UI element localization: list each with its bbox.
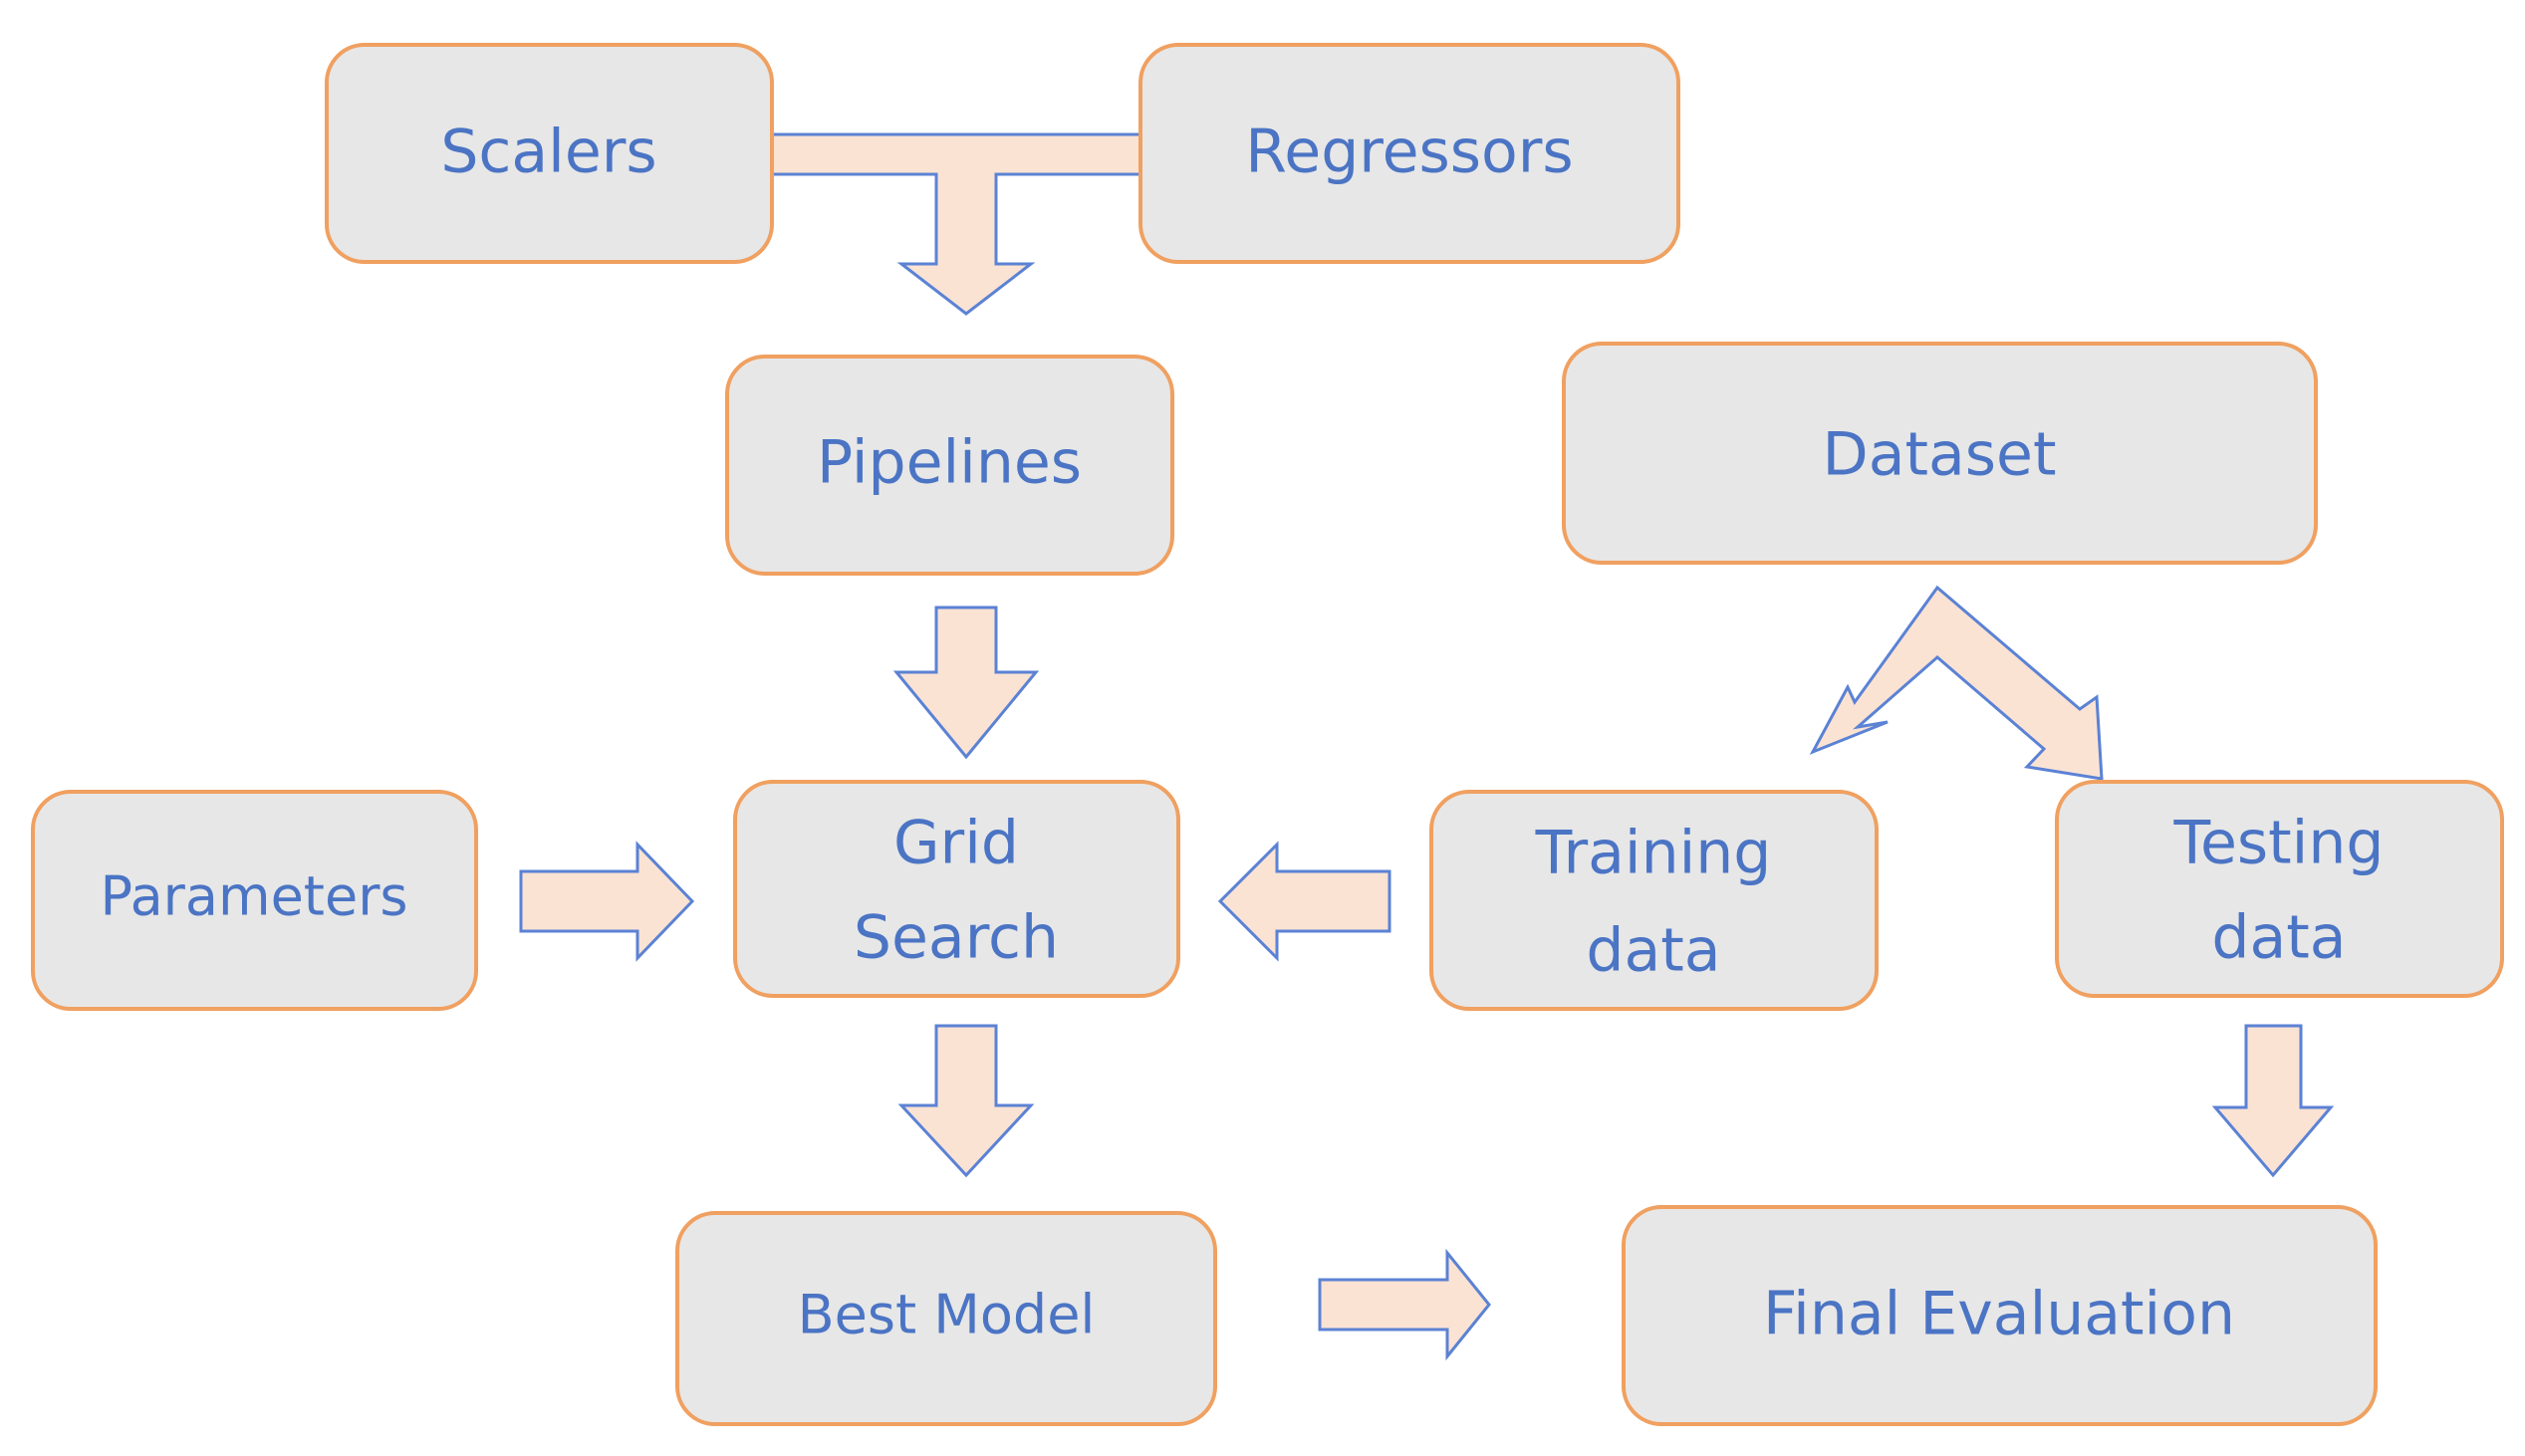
node-parameters-label: Parameters: [100, 865, 407, 928]
arrow-parameters-to-grid-search: [519, 841, 695, 962]
node-grid-search-label-line1: Grid: [893, 809, 1019, 878]
node-testing-data-label-line1: Testing: [2173, 809, 2385, 878]
node-parameters: Parameters: [31, 790, 478, 1011]
node-dataset-label: Dataset: [1823, 420, 2057, 490]
node-best-model-label: Best Model: [798, 1284, 1096, 1346]
node-training-data-label-line1: Training: [1535, 819, 1772, 888]
node-scalers: Scalers: [325, 43, 774, 264]
arrow-pipelines-to-grid-search: [892, 606, 1040, 760]
node-testing-data: Testing data: [2055, 780, 2504, 998]
arrow-grid-search-to-best-model: [897, 1024, 1035, 1178]
node-training-data-label-line2: data: [1586, 916, 1720, 986]
node-pipelines-label: Pipelines: [817, 428, 1082, 498]
arrow-best-model-to-final-evaluation: [1318, 1248, 1491, 1361]
node-regressors-label: Regressors: [1245, 118, 1573, 187]
node-training-data: Training data: [1429, 790, 1879, 1011]
node-dataset: Dataset: [1562, 342, 2318, 565]
arrow-testing-to-final-evaluation: [2211, 1024, 2335, 1178]
arrow-training-to-grid-search: [1217, 841, 1391, 962]
split-arrow-dataset-to-training-testing: [1809, 585, 2104, 781]
node-pipelines: Pipelines: [725, 355, 1174, 576]
node-final-evaluation-label: Final Evaluation: [1763, 1280, 2235, 1349]
node-grid-search-label-line2: Search: [854, 903, 1059, 973]
node-testing-data-label-line2: data: [2211, 903, 2346, 973]
node-grid-search: Grid Search: [733, 780, 1180, 998]
merge-arrow-scalers-regressors-to-pipelines: [770, 132, 1142, 316]
node-regressors: Regressors: [1138, 43, 1680, 264]
node-scalers-label: Scalers: [440, 118, 656, 187]
node-final-evaluation: Final Evaluation: [1622, 1205, 2378, 1426]
node-best-model: Best Model: [675, 1211, 1217, 1426]
